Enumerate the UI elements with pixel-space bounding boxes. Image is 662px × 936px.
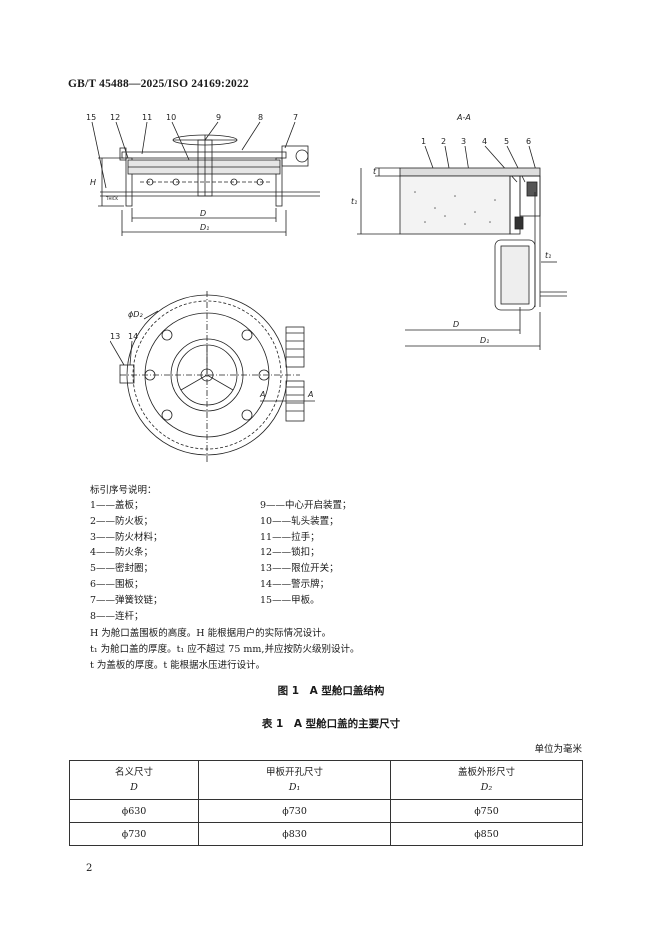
header-symbol: D: [130, 782, 138, 793]
legend-title: 标引序号说明：: [90, 485, 157, 496]
section-callout-1: 1: [421, 137, 426, 146]
callout-15: 15: [86, 113, 96, 122]
legend-item: 7——弹簧铰链；: [90, 594, 163, 606]
note-t: t 为盖板的厚度。t 能根据水压进行设计。: [90, 659, 266, 671]
figure-notes: H 为舱口盖围板的高度。H 能根据用户的实际情况设计。 t₁ 为舱口盖的厚度。t…: [90, 626, 359, 673]
callout-8: 8: [258, 113, 263, 122]
legend-item: 15——甲板。: [260, 594, 320, 606]
dim-h-label: H: [90, 178, 96, 187]
plan-callout-14: 14: [128, 332, 138, 341]
note-h: H 为舱口盖围板的高度。H 能根据用户的实际情况设计。: [90, 628, 332, 639]
dim-d-label: D: [200, 209, 206, 218]
section-callout-6: 6: [526, 137, 531, 146]
section-title: A-A: [456, 113, 471, 122]
table-header-cell: 甲板开孔尺寸 D₁: [198, 760, 392, 800]
section-callout-5: 5: [504, 137, 509, 146]
figure-caption: 图 1 A 型舱口盖结构: [277, 685, 385, 697]
legend-item: 6——围板；: [90, 578, 144, 590]
table-cell: ϕ730: [198, 799, 392, 823]
table-cell: ϕ730: [68, 822, 200, 846]
plan-section-a-left: A: [259, 390, 265, 399]
table-row: ϕ730 ϕ830 ϕ850: [68, 822, 583, 846]
callout-9: 9: [216, 113, 221, 122]
header-symbol: D₂: [480, 782, 493, 793]
header-name: 盖板外形尺寸: [458, 767, 516, 778]
dim-t1-right-label: t₁: [545, 251, 551, 260]
dim-t-label: t: [373, 167, 377, 176]
header-name: 甲板开孔尺寸: [266, 767, 324, 778]
side-elevation-drawing: 15 12 11 10 9 8 7 H THICK D D₁: [86, 113, 320, 236]
page-number: 2: [86, 863, 93, 874]
legend-item: 1——盖板；: [90, 500, 144, 511]
section-dim-d-label: D: [453, 320, 459, 329]
legend-item: 13——限位开关；: [260, 563, 339, 575]
table-cell: ϕ630: [68, 799, 200, 823]
legend-item: 14——警示牌；: [260, 578, 330, 590]
section-callout-2: 2: [441, 137, 446, 146]
plan-section-a-right: A: [307, 390, 313, 399]
legend-item: 5——密封圈；: [90, 563, 154, 575]
table-row: ϕ630 ϕ730 ϕ750: [68, 799, 583, 823]
table-cell: ϕ830: [198, 822, 392, 846]
table-caption: 表 1 A 型舱口盖的主要尺寸: [261, 718, 401, 730]
deck-thick-label: THICK: [105, 196, 118, 201]
table-header-cell: 名义尺寸 D: [68, 760, 200, 800]
legend-item: 9——中心开启装置；: [260, 500, 352, 511]
legend-item: 4——防火条；: [90, 547, 154, 559]
plan-view-drawing: ϕD₂ 13 14 A A: [110, 291, 315, 463]
table-unit: 单位为毫米: [534, 744, 582, 755]
callout-10: 10: [166, 113, 176, 122]
legend-item: 10——轧头装置；: [260, 515, 339, 527]
dim-t1-left-label: t₁: [351, 197, 357, 206]
legend-item: 12——锁扣；: [260, 547, 320, 559]
dimensions-table: 名义尺寸 D 甲板开孔尺寸 D₁ 盖板外形尺寸 D₂ ϕ630 ϕ730 ϕ75…: [68, 760, 583, 846]
section-callout-3: 3: [461, 137, 466, 146]
table-cell: ϕ750: [390, 799, 583, 823]
plan-callout-13: 13: [110, 332, 120, 341]
legend-item: 8——连杆；: [90, 610, 144, 622]
section-callout-4: 4: [482, 137, 487, 146]
section-aa-drawing: A-A: [351, 113, 567, 350]
plan-phid2-label: ϕD₂: [128, 310, 143, 319]
header-name: 名义尺寸: [115, 767, 154, 778]
legend-item: 2——防火板；: [90, 515, 154, 527]
callout-7: 7: [293, 113, 298, 122]
table-header-row: 名义尺寸 D 甲板开孔尺寸 D₁ 盖板外形尺寸 D₂: [68, 760, 583, 800]
legend-left-column: 1——盖板； 2——防火板； 3——防火材料； 4——防火条； 5——密封圈； …: [90, 498, 163, 624]
callout-11: 11: [142, 113, 152, 122]
table-cell: ϕ850: [390, 822, 583, 846]
table-header-cell: 盖板外形尺寸 D₂: [390, 760, 583, 800]
standard-header: GB/T 45488—2025/ISO 24169:2022: [68, 78, 249, 90]
section-dim-d1-label: D₁: [480, 336, 489, 345]
note-t1: t₁ 为舱口盖的厚度。t₁ 应不超过 75 mm,并应按防火级别设计。: [90, 643, 360, 655]
callout-12: 12: [110, 113, 120, 122]
dim-d1-label: D₁: [200, 223, 209, 232]
legend-right-column: 9——中心开启装置； 10——轧头装置； 11——拉手； 12——锁扣； 13—…: [260, 498, 352, 609]
header-symbol: D₁: [288, 782, 301, 793]
legend-item: 11——拉手；: [260, 531, 320, 543]
legend-item: 3——防火材料；: [90, 531, 163, 543]
